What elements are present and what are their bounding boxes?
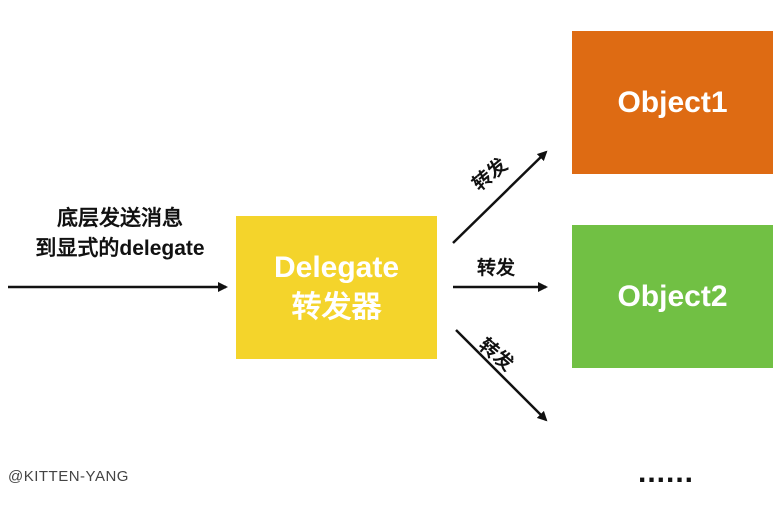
more-objects-ellipsis: ...... <box>638 456 695 489</box>
delegate-forwarder-box: Delegate 转发器 <box>236 216 437 359</box>
delegate-title: Delegate <box>273 250 400 284</box>
author-watermark: @KITTEN-YANG <box>8 468 129 485</box>
input-message-line1: 底层发送消息 <box>57 207 183 230</box>
object1-label: Object1 <box>617 85 728 119</box>
delegate-subtitle: 转发器 <box>291 290 382 324</box>
forward-arrow-down <box>455 329 548 422</box>
forward-label-mid: 转发 <box>477 258 516 279</box>
forward-arrow-up <box>452 150 548 244</box>
input-message-label: 底层发送消息 到显式的delegate <box>10 204 230 264</box>
object2-label: Object2 <box>617 279 728 313</box>
object2-box: Object2 <box>572 225 773 368</box>
object1-box: Object1 <box>572 31 773 174</box>
input-message-line2: 到显式的delegate <box>35 237 205 260</box>
